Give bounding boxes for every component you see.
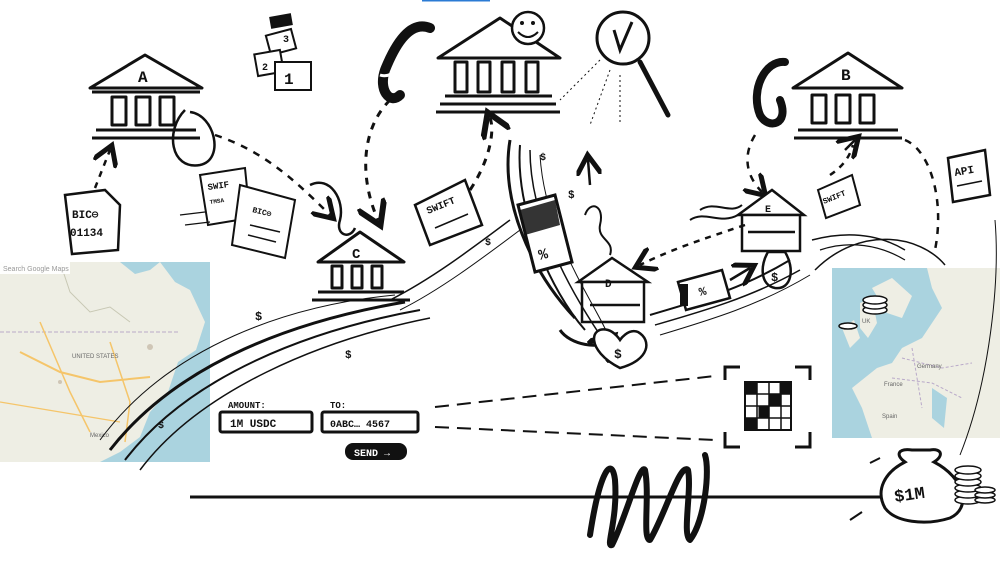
smiley-icon: [510, 10, 546, 46]
coin-stack-bottom: [954, 465, 996, 505]
swift-document-left: SWIF TMSA BIC⊖: [179, 166, 297, 260]
central-bank: [436, 16, 562, 114]
arrow-bank-b-to-bank-e: [747, 134, 762, 192]
dollar-sign-2: $: [540, 152, 546, 164]
svg-text:1: 1: [284, 71, 294, 89]
dollar-sign-4: $: [255, 310, 262, 324]
bank-a-loop: [171, 109, 216, 167]
percent-block-right-label: %: [698, 284, 709, 300]
arrow-bank-b-to-api: [904, 138, 940, 251]
bank-c: C: [312, 230, 410, 302]
amount-field-box: [218, 410, 314, 434]
sweep-lines-left: [99, 294, 431, 471]
swift-document-center: SWIFT: [413, 178, 484, 247]
dollar-sign-1: $: [568, 190, 575, 202]
qr-code-icon: [723, 365, 812, 449]
send-button[interactable]: SEND →: [354, 449, 390, 460]
north-america-map-graphic: Search Google Maps UNITED STATES Mexico: [0, 262, 210, 462]
dash-line-lower: [434, 426, 716, 441]
map-label-germany: Germany: [917, 364, 942, 370]
bank-c-label: C: [352, 247, 361, 263]
arrow-swift-to-central: [468, 118, 492, 191]
percent-block-right: %: [676, 268, 732, 312]
percent-block-left: %: [516, 193, 574, 274]
svg-text:2: 2: [262, 63, 268, 74]
to-field-box: [320, 410, 420, 434]
dollar-sign-5: $: [345, 350, 352, 362]
arrow-bic-to-bank-a: [95, 150, 110, 189]
swift-doc-left-sub: TMSA: [209, 197, 225, 206]
transfer-form: AMOUNT: 1M USDC TO: 0ABC… 4567 SEND →: [218, 401, 420, 460]
bic-document: BIC⊖ 01134: [63, 188, 122, 256]
bic-document-line2: 01134: [70, 228, 103, 240]
map-label-spain: Spain: [882, 414, 897, 420]
map-label-france: France: [884, 382, 903, 388]
calendar-icon: 3 2 1: [253, 13, 312, 91]
bank-a-label: A: [138, 69, 148, 87]
ribbon-left: [377, 21, 435, 104]
arrow-bank-e-to-bank-d: [640, 223, 746, 265]
europe-map: UK Germany France Spain: [832, 268, 1000, 438]
api-document-label: API: [954, 165, 976, 180]
map-label-mexico: Mexico: [90, 433, 110, 439]
map-search-placeholder: Search Google Maps: [3, 266, 69, 273]
dash-line-upper: [434, 375, 716, 408]
amount-label: AMOUNT:: [228, 401, 266, 411]
coin-stack-top: [838, 295, 888, 330]
swift-document-right: SWIFT: [816, 173, 862, 220]
ribbon-right: [752, 58, 789, 128]
money-bag-label: $1M: [893, 485, 926, 508]
heart-coin-icon: $: [592, 328, 648, 370]
map-label-us: UNITED STATES: [72, 354, 118, 360]
money-bag-small-label: $: [771, 271, 778, 285]
bank-b: B: [791, 51, 904, 140]
arrow-central-to-bank-c: [366, 98, 392, 220]
swift-doc-left-label: SWIF: [207, 180, 230, 193]
magnifier-icon: [559, 10, 671, 126]
send-button-shape[interactable]: [345, 443, 407, 460]
scribble-mark: [587, 452, 710, 548]
to-field[interactable]: 0ABC… 4567: [330, 420, 390, 431]
bank-b-label: B: [841, 67, 851, 85]
map-label-uk: UK: [862, 319, 870, 325]
svg-text:3: 3: [283, 35, 289, 46]
north-america-map: Search Google Maps UNITED STATES Mexico: [0, 262, 210, 462]
heart-coin-label: $: [614, 347, 622, 362]
arrow-bank-a-to-bank-c: [214, 133, 330, 215]
dollar-sign-3: $: [485, 237, 491, 249]
bank-d-label: D: [605, 279, 612, 291]
bank-e-label: E: [765, 205, 771, 216]
dollar-sign-6: $: [158, 420, 164, 432]
europe-map-graphic: UK Germany France Spain: [832, 268, 1000, 438]
api-document: API: [946, 148, 992, 204]
bank-d: D: [574, 256, 653, 324]
scroll-ribbon-c: [309, 181, 357, 236]
bic-document-line1: BIC⊖: [72, 210, 99, 222]
money-bag-large: $1M: [879, 448, 965, 524]
amount-field[interactable]: 1M USDC: [230, 419, 277, 431]
to-label: TO:: [330, 401, 346, 411]
bank-e: E: [734, 188, 808, 253]
bank-a: A: [88, 53, 204, 140]
